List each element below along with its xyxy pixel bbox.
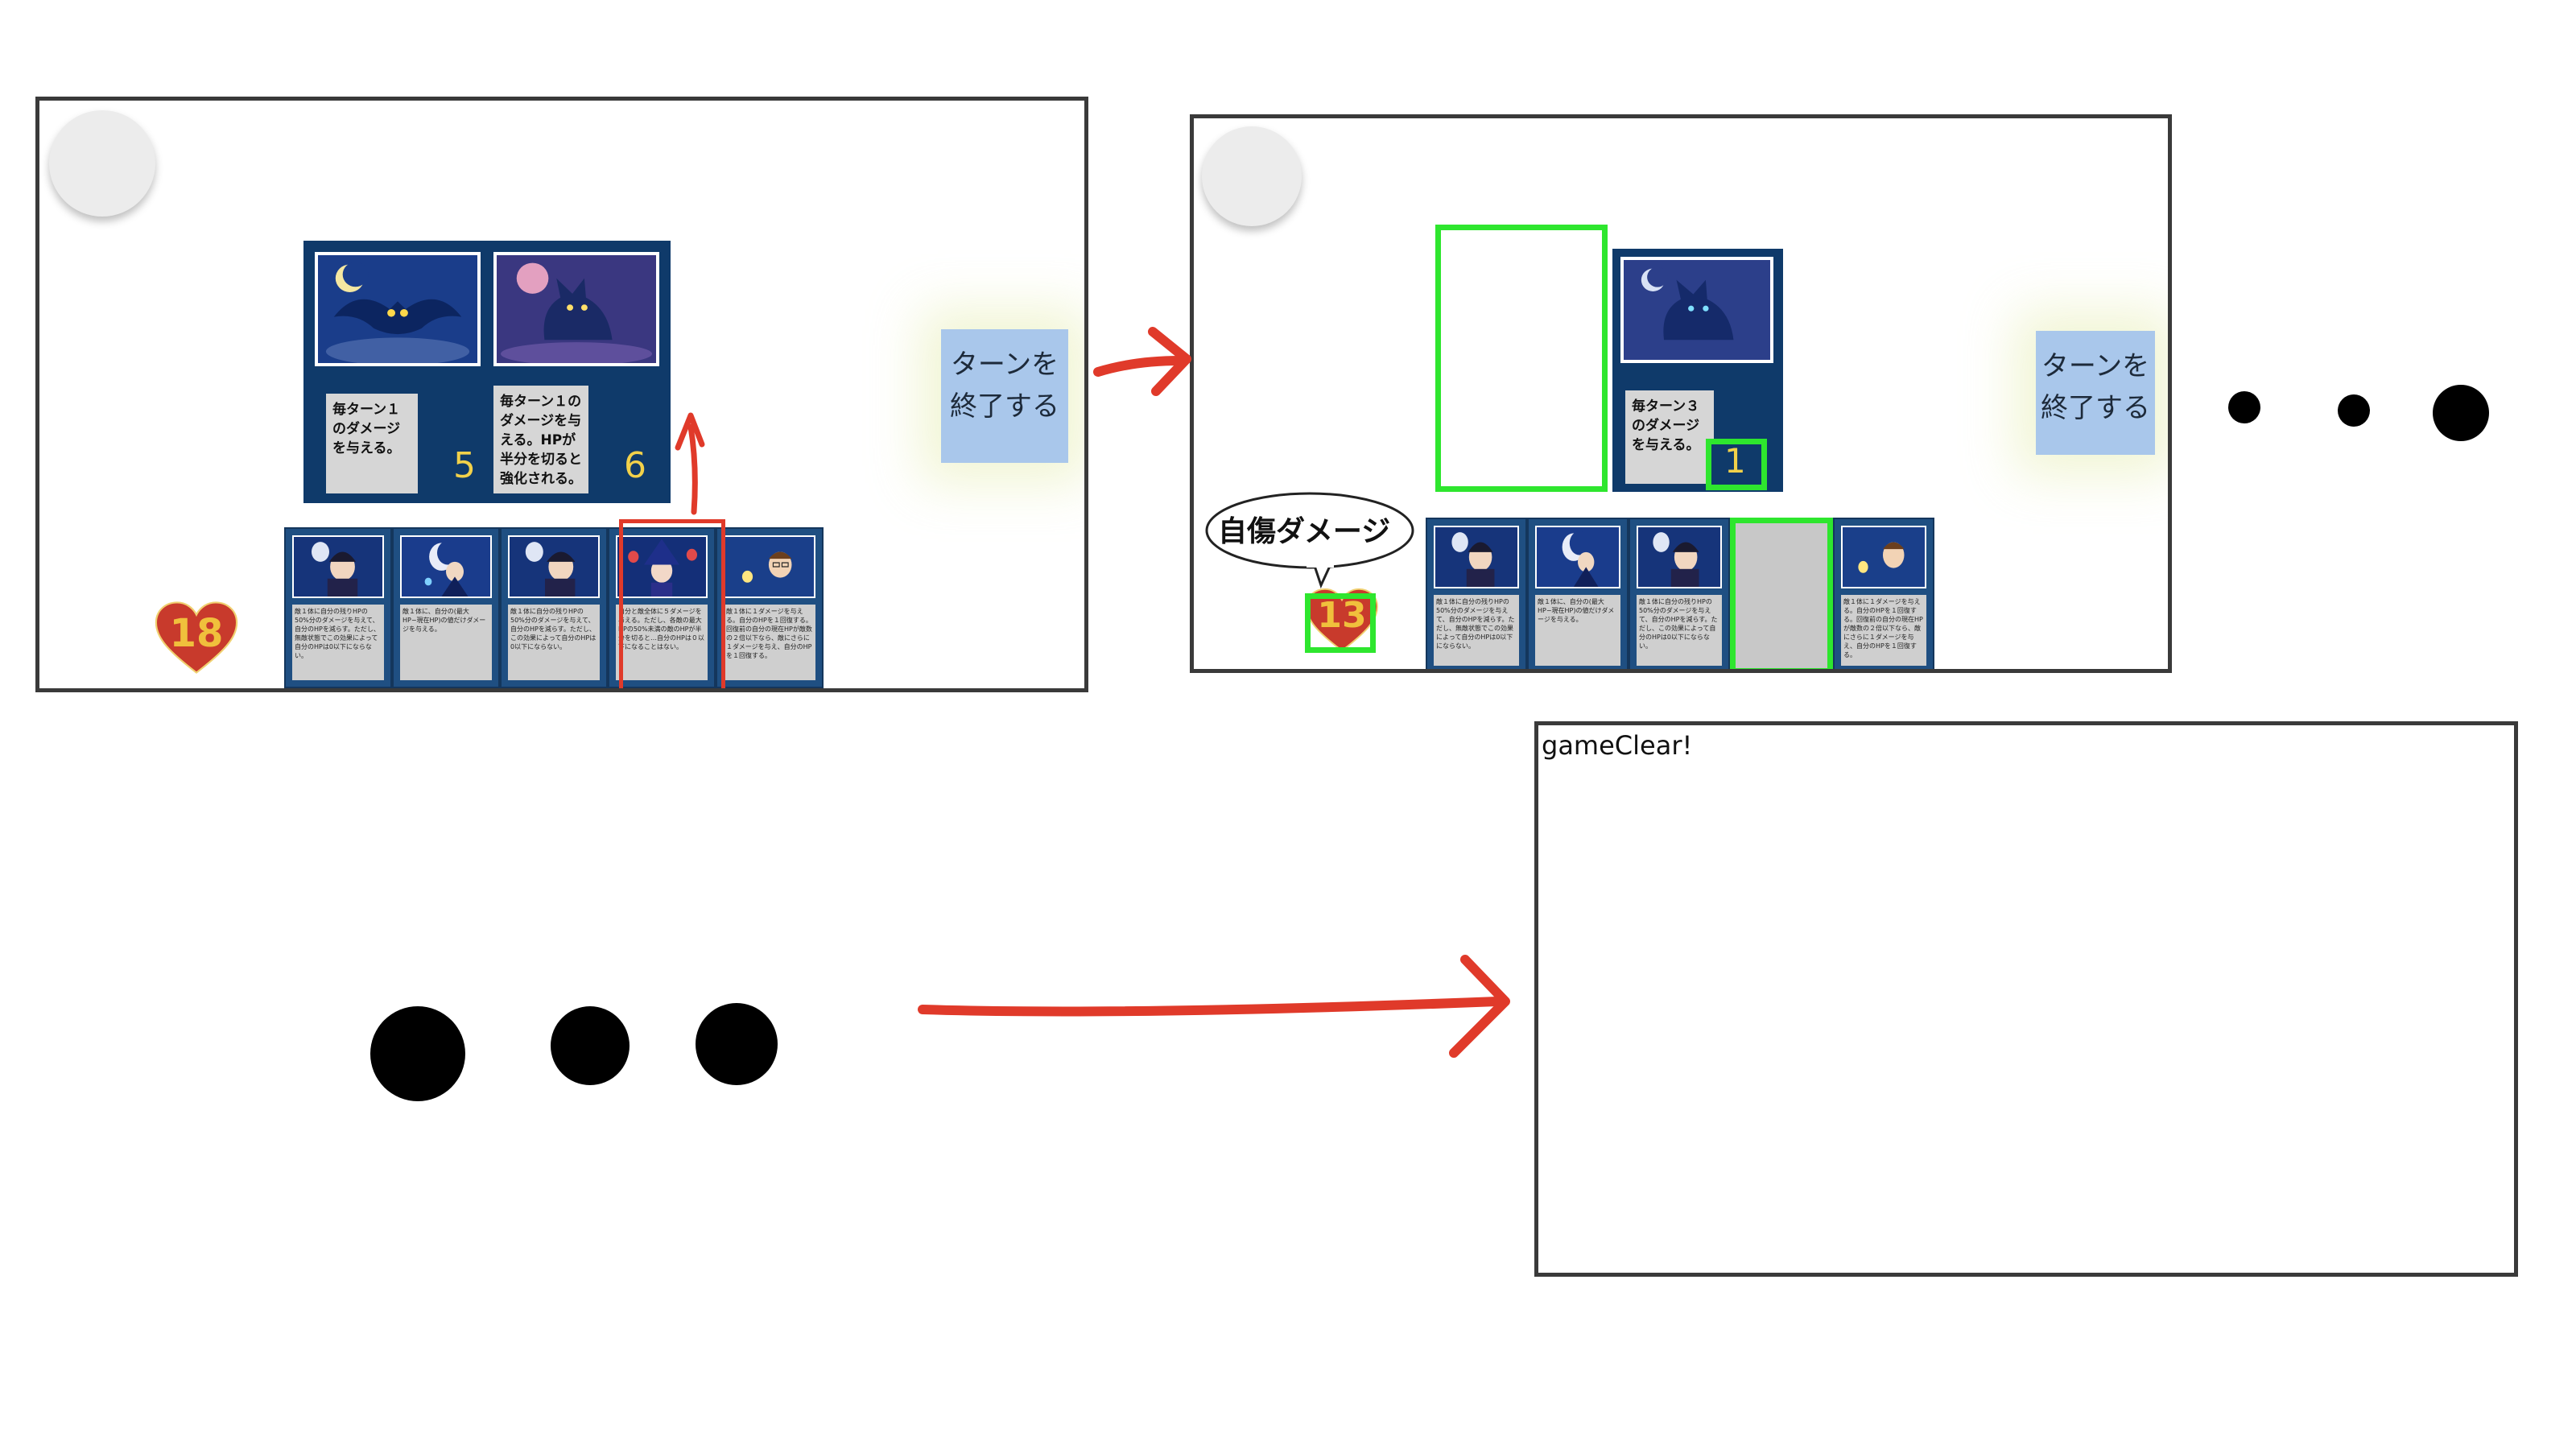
- game-panel-1: 毎ターン１のダメージを与える。 5 毎ターン１のダメージを与える。HPが半分を切…: [35, 97, 1088, 692]
- transition-arrowhead-clear: [1449, 955, 1510, 1058]
- enemy-description: 毎ターン１のダメージを与える。: [326, 394, 418, 493]
- player-hp-highlight: [1305, 593, 1376, 653]
- self-damage-bubble: [1205, 492, 1414, 589]
- transition-arrow-clear: [918, 997, 1502, 1017]
- enemy-hp-value: 1: [1724, 441, 1746, 481]
- enemy-area: 毎ターン１のダメージを与える。 5 毎ターン１のダメージを与える。HPが半分を切…: [303, 241, 671, 503]
- ellipsis-dot: [696, 1003, 778, 1085]
- transition-arrowhead-right: [1148, 327, 1191, 396]
- hand-card[interactable]: 敵１体に自分の残りHPの50%分のダメージを与えて、自分のHPを減らす。ただし、…: [1426, 518, 1527, 669]
- hand-card[interactable]: 自分と敵全体に５ダメージを与える。ただし、各敵の最大HPの50%未満の敵のHPが…: [608, 527, 716, 688]
- hand-card[interactable]: 敵１体に１ダメージを与える。自分のHPを１回復する。回復前の自分の現在HPが敵数…: [1833, 518, 1934, 669]
- mage-boy-icon: [508, 535, 600, 598]
- moon-mage-icon: [1535, 526, 1620, 588]
- empty-card-slot: [1730, 518, 1833, 669]
- end-turn-button[interactable]: ターンを終了する: [941, 329, 1068, 463]
- enemy-description: 毎ターン１のダメージを与える。HPが半分を切ると強化される。: [493, 386, 588, 493]
- mage-boy-icon: [1434, 526, 1519, 588]
- game-clear-message: gameClear!: [1542, 730, 1693, 761]
- ellipsis-dot: [551, 1006, 630, 1085]
- enemy-description: 毎ターン３のダメージを与える。: [1625, 390, 1714, 484]
- game-clear-panel: gameClear!: [1534, 721, 2518, 1277]
- enemy-hp-value: 5: [453, 445, 476, 486]
- card-text: 敵１体に自分の残りHPの50%分のダメージを与えて、自分のHPを減らす。ただし、…: [508, 605, 600, 680]
- hand-card[interactable]: 敵１体に自分の残りHPの50%分のダメージを与えて、自分のHPを減らす。ただし、…: [1629, 518, 1730, 669]
- game-panel-2: 毎ターン３のダメージを与える。 1 ターンを終了する 自傷ダメージ 13 敵１体…: [1190, 114, 2172, 673]
- moon-mage-icon: [400, 535, 492, 598]
- hand-card[interactable]: 敵１体に、自分の(最大HP−現在HP)の値だけダメージを与える。: [1527, 518, 1629, 669]
- defeated-enemy-slot: [1435, 225, 1608, 492]
- card-text: 敵１体に、自分の(最大HP−現在HP)の値だけダメージを与える。: [1535, 595, 1620, 666]
- hand-card[interactable]: 敵１体に、自分の(最大HP−現在HP)の値だけダメージを与える。: [392, 527, 500, 688]
- card-text: 敵１体に、自分の(最大HP−現在HP)の値だけダメージを与える。: [400, 605, 492, 680]
- card-text: 敵１体に自分の残りHPの50%分のダメージを与えて、自分のHPを減らす。ただし、…: [292, 605, 384, 680]
- scholar-boy-icon: [724, 535, 815, 598]
- hand-card[interactable]: 敵１体に自分の残りHPの50%分のダメージを与えて、自分のHPを減らす。ただし、…: [500, 527, 608, 688]
- hand: 敵１体に自分の残りHPの50%分のダメージを与えて、自分のHPを減らす。ただし、…: [284, 527, 828, 688]
- hand: 敵１体に自分の残りHPの50%分のダメージを与えて、自分のHPを減らす。ただし、…: [1426, 518, 1941, 669]
- card-text: 敵１体に自分の残りHPの50%分のダメージを与えて、自分のHPを減らす。ただし、…: [1434, 595, 1519, 666]
- enemy-card-bat[interactable]: 毎ターン１のダメージを与える。 5: [315, 252, 481, 493]
- end-turn-button[interactable]: ターンを終了する: [2036, 331, 2155, 455]
- ellipsis-dot: [2228, 391, 2260, 423]
- wolf-monster-icon: [493, 252, 659, 366]
- selected-card-highlight: [619, 519, 725, 688]
- card-text: 敵１体に１ダメージを与える。自分のHPを１回復する。回復前の自分の現在HPが敵数…: [724, 605, 815, 680]
- witch-girl-icon: [616, 535, 708, 598]
- self-damage-label: 自傷ダメージ: [1218, 515, 1391, 548]
- hand-card[interactable]: 敵１体に１ダメージを与える。自分のHPを１回復する。回復前の自分の現在HPが敵数…: [716, 527, 824, 688]
- play-card-arrowhead: [675, 412, 705, 451]
- enemy-area: 毎ターン３のダメージを与える。: [1612, 249, 1783, 492]
- mage-boy-icon: [292, 535, 384, 598]
- card-text: 敵１体に１ダメージを与える。自分のHPを１回復する。回復前の自分の現在HPが敵数…: [1841, 595, 1926, 666]
- card-text: 敵１体に自分の残りHPの50%分のダメージを与えて、自分のHPを減らす。ただし、…: [1637, 595, 1722, 666]
- enemy-hp-highlight: 1: [1706, 439, 1767, 490]
- player-hp-heart: 18: [152, 598, 241, 677]
- bat-monster-icon: [315, 252, 481, 366]
- player-hp-heart: 13: [1303, 585, 1381, 654]
- player-avatar: [49, 110, 155, 217]
- scholar-boy-icon: [1841, 526, 1926, 588]
- ellipsis-dot: [370, 1006, 465, 1101]
- enemy-hp-value: 6: [624, 445, 646, 486]
- player-hp-value: 18: [169, 611, 224, 656]
- mage-boy-icon: [1637, 526, 1722, 588]
- player-hp-value: 13: [1317, 595, 1367, 636]
- enemy-card-wolf[interactable]: 毎ターン１のダメージを与える。HPが半分を切ると強化される。 6: [493, 252, 659, 493]
- ellipsis-dot: [2338, 394, 2370, 427]
- enemy-card-wolf[interactable]: 毎ターン３のダメージを与える。: [1620, 257, 1773, 484]
- hand-card[interactable]: 敵１体に自分の残りHPの50%分のダメージを与えて、自分のHPを減らす。ただし、…: [284, 527, 392, 688]
- card-text: 自分と敵全体に５ダメージを与える。ただし、各敵の最大HPの50%未満の敵のHPが…: [616, 605, 708, 680]
- transition-arrow-right: [1093, 356, 1185, 377]
- player-avatar: [1202, 126, 1302, 226]
- wolf-monster-icon: [1620, 257, 1773, 363]
- ellipsis-dot: [2433, 385, 2489, 441]
- play-card-arrow: [687, 423, 698, 515]
